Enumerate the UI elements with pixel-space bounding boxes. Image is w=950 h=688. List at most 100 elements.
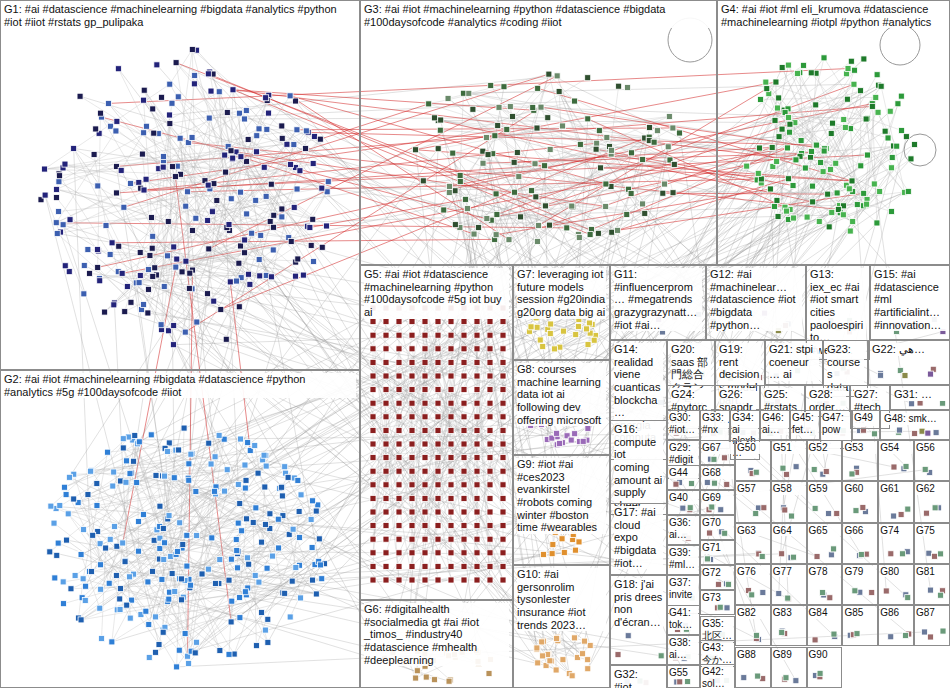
vertex-icon: [95, 264, 101, 270]
vertex-icon: [189, 46, 195, 52]
vertex-icon: [259, 609, 265, 615]
vertex-icon: [161, 556, 167, 562]
vertex-icon: [264, 126, 270, 132]
vertex-icon: [209, 208, 215, 214]
vertex-icon: [308, 242, 314, 248]
vertex-icon: [145, 267, 151, 273]
vertex-icon: [576, 234, 582, 240]
vertex-icon: [871, 181, 877, 187]
vertex-icon: [186, 285, 192, 291]
vertex-icon: [136, 280, 142, 286]
graph-edge: [64, 487, 130, 618]
graph-edge: [220, 151, 824, 650]
vertex-icon: [662, 181, 668, 187]
vertex-icon: [60, 579, 66, 585]
vertex-icon: [435, 146, 441, 152]
vertex-icon: [209, 535, 215, 541]
graph-edge: [264, 86, 881, 455]
graph-edge: [68, 480, 246, 514]
vertex-icon: [127, 471, 133, 477]
graph-edge: [412, 349, 451, 376]
vertex-icon: [174, 549, 180, 555]
graph-edge: [426, 186, 813, 662]
graph-edge: [307, 192, 327, 226]
vertex-icon: [217, 557, 223, 563]
vertex-icon: [121, 204, 127, 210]
graph-edge: [108, 103, 303, 275]
graph-edge: [231, 151, 313, 220]
graph-edge: [131, 473, 159, 559]
vertex-icon: [241, 116, 247, 122]
vertex-icon: [117, 586, 123, 592]
graph-edge: [123, 448, 320, 565]
graph-edge: [137, 446, 255, 483]
vertex-icon: [313, 591, 319, 597]
graph-edge: [460, 88, 537, 181]
vertex-icon: [290, 526, 296, 532]
vertex-icon: [53, 195, 59, 201]
vertex-icon: [858, 163, 864, 169]
vertex-icon: [226, 222, 232, 228]
vertex-icon: [136, 439, 142, 445]
vertex-icon: [81, 527, 87, 533]
vertex-icon: [873, 94, 879, 100]
vertex-icon: [457, 173, 463, 179]
vertex-icon: [554, 73, 560, 79]
graph-edge: [177, 632, 925, 667]
vertex-icon: [167, 121, 173, 127]
vertex-icon: [238, 154, 244, 160]
graph-edge: [65, 164, 252, 233]
graph-edge: [438, 126, 562, 149]
vertex-icon: [310, 577, 316, 583]
vertex-icon: [518, 214, 524, 220]
vertex-icon: [94, 503, 100, 509]
vertex-icon: [279, 214, 285, 220]
graph-edge: [195, 75, 282, 209]
vertex-icon: [97, 278, 103, 284]
graph-edge: [853, 96, 902, 221]
graph-edge: [190, 588, 268, 643]
graph-edge: [139, 442, 239, 598]
vertex-icon: [205, 217, 211, 223]
graph-edge: [425, 553, 477, 580]
vertex-icon: [137, 249, 143, 255]
graph-edge: [767, 65, 804, 88]
graph-edge: [291, 192, 327, 242]
graph-edge: [105, 152, 257, 312]
vertex-icon: [228, 148, 234, 154]
vertex-icon: [66, 269, 72, 275]
graph-edge: [412, 362, 503, 566]
graph-edge: [216, 466, 266, 487]
vertex-icon: [120, 445, 126, 451]
graph-edge: [466, 166, 545, 200]
vertex-icon: [877, 189, 883, 195]
vertex-icon: [113, 573, 119, 579]
graph-edge: [120, 574, 172, 610]
vertex-icon: [253, 643, 259, 649]
vertex-icon: [885, 135, 891, 141]
vertex-icon: [208, 88, 214, 94]
vertex-icon: [237, 615, 243, 621]
vertex-icon: [810, 199, 816, 205]
vertex-icon: [256, 126, 262, 132]
graph-edge: [412, 362, 503, 471]
graph-edge: [373, 485, 374, 526]
vertex-icon: [244, 516, 250, 522]
vertex-icon: [158, 322, 164, 328]
graph-edge: [112, 543, 165, 642]
vertex-icon: [506, 237, 512, 243]
graph-edge: [263, 460, 288, 477]
vertex-icon: [54, 186, 60, 192]
graph-edge: [165, 476, 175, 591]
vertex-icon: [466, 90, 472, 96]
vertex-icon: [222, 488, 228, 494]
vertex-icon: [212, 580, 218, 586]
vertex-icon: [216, 432, 222, 438]
graph-edge: [549, 225, 579, 237]
graph-edge: [559, 92, 580, 145]
vertex-icon: [488, 83, 494, 89]
vertex-icon: [844, 96, 850, 102]
vertex-icon: [166, 513, 172, 519]
vertex-icon: [319, 185, 325, 191]
graph-edge: [80, 96, 322, 247]
